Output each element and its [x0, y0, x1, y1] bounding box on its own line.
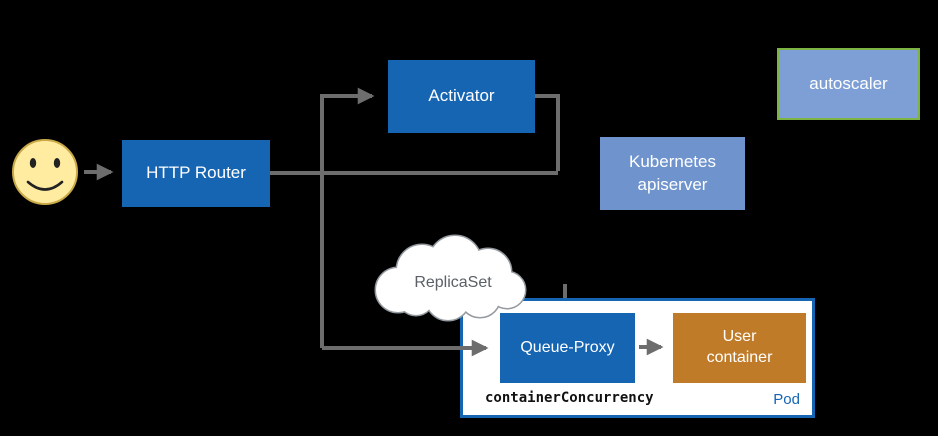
replicaset-label: ReplicaSet — [414, 274, 492, 291]
user-icon — [12, 139, 78, 205]
container-concurrency-label: containerConcurrency — [485, 390, 654, 406]
kubernetes-apiserver-node: Kubernetes apiserver — [600, 137, 745, 210]
autoscaler-label: autoscaler — [809, 73, 888, 93]
activator-node: Activator — [388, 60, 535, 133]
router-to-activator-arrow — [320, 87, 375, 348]
kubernetes-apiserver-label: Kubernetes apiserver — [629, 152, 716, 194]
user-container-node: User container — [673, 313, 806, 383]
activator-return-line — [535, 94, 560, 171]
pod-container: Queue-Proxy User container containerConc… — [460, 298, 815, 418]
pod-label: Pod — [773, 391, 800, 408]
queue-proxy-label: Queue-Proxy — [520, 338, 615, 356]
activator-label: Activator — [428, 86, 495, 106]
http-router-node: HTTP Router — [122, 140, 270, 207]
user-container-label: User container — [706, 328, 773, 366]
queue-proxy-node: Queue-Proxy — [500, 313, 635, 383]
http-router-label: HTTP Router — [146, 163, 246, 183]
autoscaler-node: autoscaler — [777, 48, 920, 120]
